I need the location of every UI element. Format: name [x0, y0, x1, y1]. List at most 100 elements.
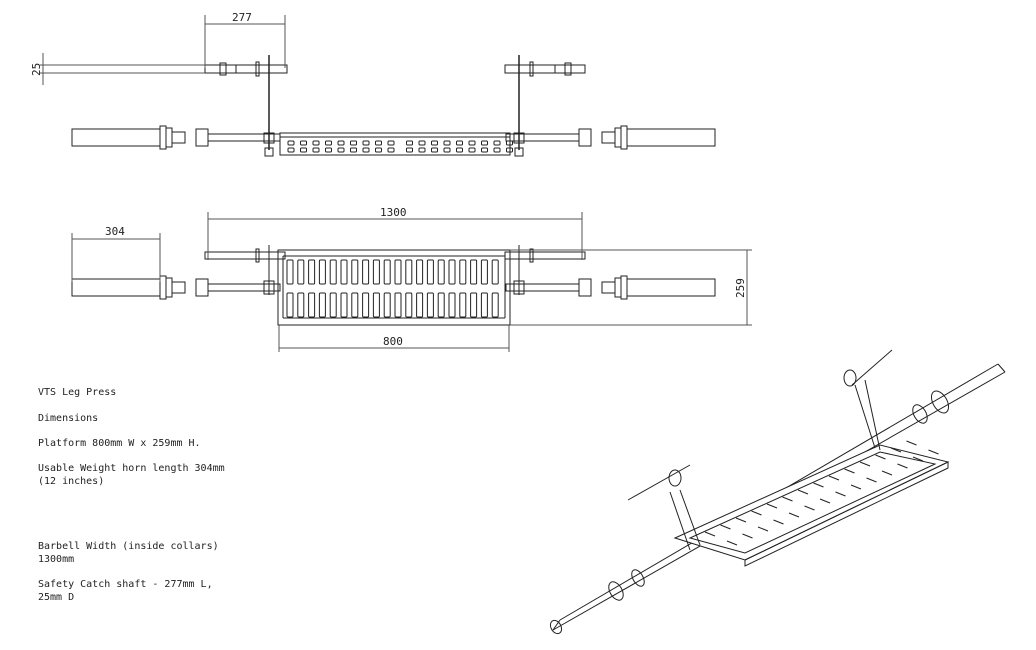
platform-slot	[897, 463, 908, 469]
platform-slot	[481, 140, 488, 146]
platform-slot	[416, 292, 424, 318]
platform-slot	[431, 140, 438, 146]
note-title: VTS Leg Press	[38, 387, 117, 398]
platform-slot	[506, 147, 513, 153]
platform-slot	[788, 512, 800, 518]
platform-slot	[308, 259, 316, 285]
dimension-277	[204, 15, 286, 68]
platform-slot	[866, 477, 877, 483]
platform-slot	[418, 147, 426, 153]
platform-slot	[813, 482, 824, 488]
dimension-259	[510, 249, 752, 326]
dim-label-25: 25	[30, 63, 43, 76]
platform-slot	[362, 147, 370, 153]
platform-slot	[720, 524, 731, 530]
platform-slot	[459, 259, 467, 285]
platform-slot	[297, 292, 305, 318]
platform-slot	[300, 140, 307, 146]
dim-label-1300: 1300	[380, 206, 407, 219]
platform-slot	[431, 147, 438, 153]
platform-slot	[383, 292, 391, 318]
platform-slot	[394, 292, 402, 318]
platform-slot	[287, 140, 295, 146]
platform-slot	[819, 498, 831, 504]
platform-slot	[890, 447, 902, 453]
platform-slot	[773, 519, 784, 525]
platform-slot	[300, 147, 307, 153]
platform-slot	[468, 147, 476, 153]
platform-slot	[426, 259, 434, 285]
platform-slot	[804, 505, 815, 511]
platform-slot	[735, 517, 747, 523]
platform-front	[277, 249, 511, 326]
platform-slot	[437, 259, 445, 285]
platform-slot	[329, 259, 337, 285]
platform-slot	[782, 496, 793, 502]
platform-top	[279, 132, 513, 156]
platform-slot	[844, 468, 855, 474]
catch-bar-right	[504, 55, 586, 150]
platform-slot	[448, 292, 456, 318]
platform-slot	[493, 147, 501, 153]
catch-bar-left	[204, 55, 288, 150]
platform-slot	[751, 510, 762, 516]
note-barbell: Barbell Width (inside collars) 1300mm	[38, 541, 219, 565]
platform-slot	[448, 259, 456, 285]
platform-slot	[726, 540, 738, 546]
platform-slot	[491, 292, 499, 318]
platform-slot	[480, 259, 488, 285]
platform-slot	[297, 259, 305, 285]
platform-slot	[340, 292, 348, 318]
platform-slot	[312, 140, 320, 146]
platform-slot	[362, 259, 370, 285]
note-platform: Platform 800mm W x 259mm H.	[38, 438, 201, 449]
platform-slot	[394, 259, 402, 285]
platform-slot	[312, 147, 320, 153]
platform-slot	[881, 470, 893, 476]
platform-slot	[351, 259, 359, 285]
platform-slot	[286, 292, 294, 318]
platform-slot	[850, 484, 862, 490]
platform-slot	[797, 489, 809, 495]
platform-slot	[704, 531, 716, 537]
platform-slot	[406, 140, 413, 146]
platform-slot	[383, 259, 391, 285]
platform-slot	[443, 140, 451, 146]
platform-slot	[337, 140, 345, 146]
platform-slot	[437, 292, 445, 318]
platform-slot	[506, 140, 513, 146]
dimension-304	[71, 233, 161, 282]
platform-slot	[470, 292, 478, 318]
platform-slot	[906, 440, 917, 446]
platform-slot	[481, 147, 488, 153]
platform-slot	[459, 292, 467, 318]
platform-slot	[456, 140, 463, 146]
platform-slot	[468, 140, 476, 146]
platform-slot	[757, 526, 769, 532]
platform-slot	[835, 491, 846, 497]
platform-slot	[443, 147, 451, 153]
note-catch: Safety Catch shaft - 277mm L, 25mm D	[38, 579, 213, 603]
platform-slot	[928, 449, 939, 455]
platform-slot	[828, 475, 840, 481]
platform-slot	[912, 456, 924, 462]
platform-slot	[340, 259, 348, 285]
platform-slot	[480, 292, 488, 318]
dimension-800	[278, 325, 510, 352]
note-horn: Usable Weight horn length 304mm (12 inch…	[38, 463, 225, 487]
platform-slot	[287, 147, 295, 153]
platform-slot	[351, 292, 359, 318]
front-view	[71, 245, 716, 326]
platform-slot	[406, 147, 413, 153]
dimension-1300	[207, 212, 583, 260]
platform-slot	[491, 259, 499, 285]
platform-slot	[875, 454, 886, 460]
platform-slot	[859, 461, 871, 467]
platform-slot	[375, 147, 382, 153]
note-heading: Dimensions	[38, 413, 99, 424]
platform-slot	[493, 140, 501, 146]
platform-slot	[372, 292, 380, 318]
platform-slot	[350, 147, 357, 153]
dim-label-304: 304	[105, 225, 125, 238]
